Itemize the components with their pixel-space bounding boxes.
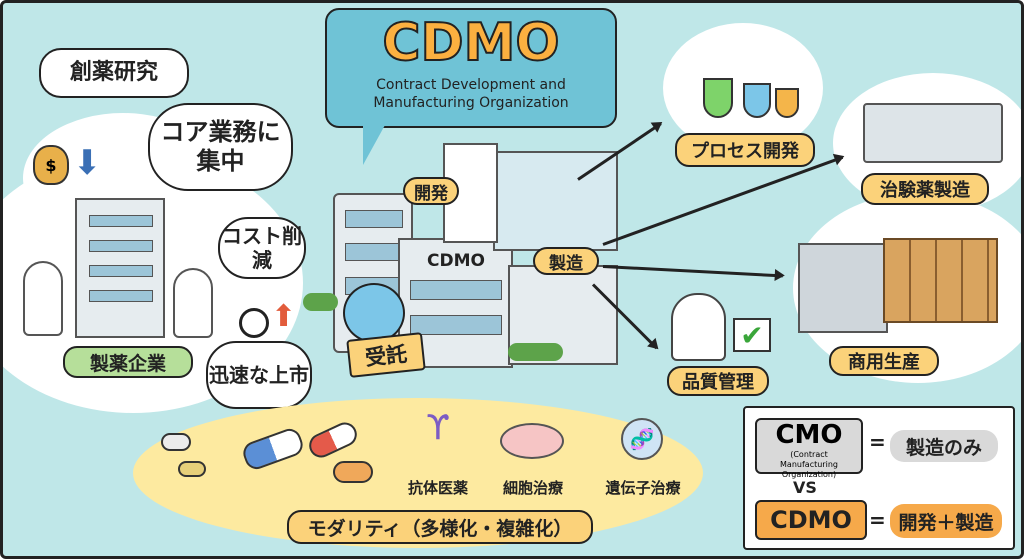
boxes-icon xyxy=(883,238,998,323)
cell-dish-icon xyxy=(500,423,564,459)
contract-sign: 受託 xyxy=(346,332,426,378)
arrow-to-commercial xyxy=(602,265,783,278)
cmo-title: CMO xyxy=(775,420,843,450)
cdmo-title: CDMO xyxy=(381,12,560,74)
comparison-box: CMO (Contract Manufacturing Organization… xyxy=(743,406,1015,550)
pharma-building xyxy=(75,198,165,338)
cost-reduction-bubble: コスト削減 xyxy=(218,217,306,279)
commercial-production-label: 商用生産 xyxy=(829,346,939,376)
factory-icon xyxy=(798,243,888,333)
checkmark-icon: ✔ xyxy=(733,318,771,352)
cdmo-subtitle-1: Contract Development and xyxy=(376,77,566,93)
development-tag: 開発 xyxy=(403,177,459,205)
up-arrow-icon: ⬆ xyxy=(271,299,297,334)
modality-label: モダリティ（多様化・複雑化） xyxy=(287,510,593,544)
cdmo-box: CDMO xyxy=(755,500,867,540)
cdmo-title-bubble: CDMO Contract Development and Manufactur… xyxy=(325,8,617,128)
clock-icon xyxy=(239,308,269,338)
conveyor-machine xyxy=(863,103,1003,163)
money-bag-icon: $ xyxy=(33,145,69,185)
tablet-icon xyxy=(178,461,206,477)
core-focus-bubble: コア業務に集中 xyxy=(148,103,293,191)
scientist-man xyxy=(23,261,63,336)
dna-icon: 🧬 xyxy=(621,418,663,460)
cmo-description: 製造のみ xyxy=(890,430,998,462)
vs-label: VS xyxy=(793,478,817,497)
cell-therapy-label: 細胞治療 xyxy=(502,479,563,497)
pharma-company-label: 製薬企業 xyxy=(63,346,193,378)
building-sign: CDMO xyxy=(427,251,485,271)
tablet-icon xyxy=(333,461,373,483)
bubble-tail xyxy=(363,125,385,165)
down-arrow-icon: ⬇ xyxy=(73,143,102,183)
drug-discovery-bubble: 創薬研究 xyxy=(39,48,189,98)
bushes-left xyxy=(303,293,338,311)
clinical-mfg-label: 治験薬製造 xyxy=(861,173,989,205)
bushes xyxy=(508,343,563,361)
scientist-woman xyxy=(173,268,213,338)
tablet-icon xyxy=(161,433,191,451)
cdmo-subtitle-2: Manufacturing Organization xyxy=(373,95,569,111)
lab-flasks-icon xyxy=(693,48,803,128)
equals-sign: = xyxy=(869,430,886,454)
gene-therapy-label: 遺伝子治療 xyxy=(605,479,681,497)
arrow-to-clinical xyxy=(602,155,844,246)
manufacturing-tag: 製造 xyxy=(533,247,599,275)
cmo-full-name: (Contract Manufacturing Organization) xyxy=(780,450,838,479)
quality-control-label: 品質管理 xyxy=(667,366,769,396)
cdmo-description: 開発＋製造 xyxy=(890,504,1002,538)
cmo-box: CMO (Contract Manufacturing Organization… xyxy=(755,418,863,479)
microscope-icon xyxy=(671,293,726,361)
fast-launch-bubble: 迅速な上市 xyxy=(206,341,312,409)
antibody-icon: ϒ xyxy=(426,408,450,448)
equals-sign: = xyxy=(869,508,886,532)
antibody-label: 抗体医薬 xyxy=(407,479,468,497)
process-dev-label: プロセス開発 xyxy=(675,133,815,167)
